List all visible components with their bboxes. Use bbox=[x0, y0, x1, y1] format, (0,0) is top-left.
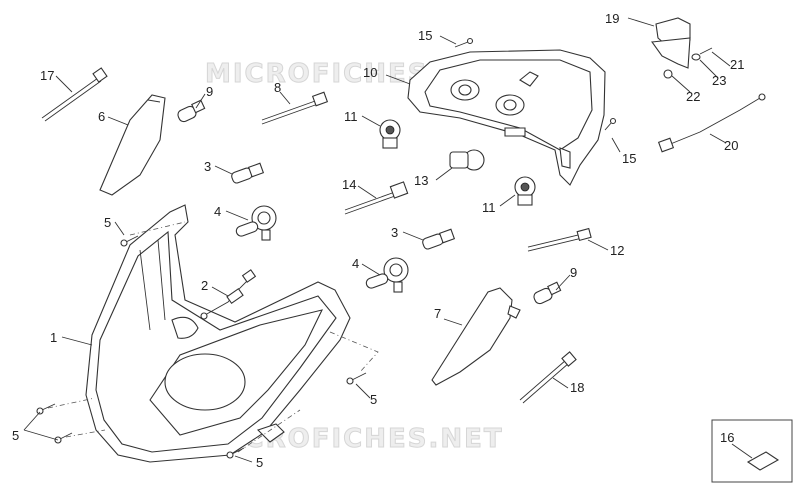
callout-23: 23 bbox=[712, 73, 726, 88]
bulb-socket-11b-icon[interactable] bbox=[514, 176, 536, 206]
indicator-lens-right-icon[interactable] bbox=[431, 287, 521, 386]
bulb-9a-icon[interactable] bbox=[176, 99, 206, 123]
callout-15a: 15 bbox=[418, 28, 432, 43]
callout-20: 20 bbox=[724, 138, 738, 153]
callout-22: 22 bbox=[686, 89, 700, 104]
callout-17: 17 bbox=[40, 68, 54, 83]
callout-5d: 5 bbox=[370, 392, 377, 407]
callout-6: 6 bbox=[98, 109, 105, 124]
screw-15a-icon[interactable] bbox=[454, 37, 474, 48]
inset-box-16 bbox=[711, 419, 793, 483]
bulb-3a-icon[interactable] bbox=[231, 162, 265, 184]
headlamp-bulb-4a-icon[interactable] bbox=[235, 205, 277, 241]
cable-17-icon[interactable] bbox=[41, 67, 108, 122]
washer-21-icon[interactable] bbox=[699, 47, 713, 55]
callout-5c: 5 bbox=[256, 455, 263, 470]
callout-7: 7 bbox=[434, 306, 441, 321]
callout-16: 16 bbox=[720, 430, 734, 445]
callout-11a: 11 bbox=[344, 109, 358, 124]
bulb-3b-icon[interactable] bbox=[422, 228, 456, 250]
callout-9b: 9 bbox=[570, 265, 577, 280]
callout-3b: 3 bbox=[391, 225, 398, 240]
callout-4a: 4 bbox=[214, 204, 221, 219]
callout-4b: 4 bbox=[352, 256, 359, 271]
tail-light-housing-icon[interactable] bbox=[407, 49, 606, 186]
callout-11b: 11 bbox=[482, 200, 496, 215]
clip-16-icon[interactable] bbox=[746, 451, 780, 471]
callout-15b: 15 bbox=[622, 151, 636, 166]
washer-23-icon[interactable] bbox=[691, 53, 701, 61]
callout-8: 8 bbox=[274, 80, 281, 95]
callout-12: 12 bbox=[610, 243, 624, 258]
callout-10: 10 bbox=[363, 65, 377, 80]
nut-22-icon[interactable] bbox=[663, 69, 673, 79]
bulb-9b-icon[interactable] bbox=[532, 281, 562, 305]
plate-light-wire-20-icon[interactable] bbox=[657, 93, 766, 153]
cable-12-icon[interactable] bbox=[527, 227, 592, 252]
wiring-harness-2-icon[interactable] bbox=[200, 269, 257, 320]
callout-9a: 9 bbox=[206, 84, 213, 99]
screw-5d-icon[interactable] bbox=[226, 447, 245, 459]
callout-19: 19 bbox=[605, 11, 619, 26]
cable-18-icon[interactable] bbox=[519, 351, 577, 404]
callout-2: 2 bbox=[201, 278, 208, 293]
bulb-socket-11a-icon[interactable] bbox=[379, 119, 401, 149]
callout-1: 1 bbox=[50, 330, 57, 345]
license-light-19-icon[interactable] bbox=[651, 17, 691, 69]
callout-5a: 5 bbox=[104, 215, 111, 230]
callout-5b: 5 bbox=[12, 428, 19, 443]
cable-14-icon[interactable] bbox=[344, 181, 409, 215]
callout-18: 18 bbox=[570, 380, 584, 395]
indicator-lens-left-icon[interactable] bbox=[99, 94, 166, 196]
screw-5c-icon[interactable] bbox=[54, 432, 73, 444]
callout-21: 21 bbox=[730, 57, 744, 72]
headlight-assembly-icon[interactable] bbox=[85, 204, 351, 463]
cable-8-icon[interactable] bbox=[261, 91, 329, 125]
bulb-13-icon[interactable] bbox=[449, 149, 485, 171]
callout-13: 13 bbox=[414, 173, 428, 188]
screw-15b-icon[interactable] bbox=[604, 117, 617, 131]
callout-3a: 3 bbox=[204, 159, 211, 174]
callout-14: 14 bbox=[342, 177, 356, 192]
screw-5b-icon[interactable] bbox=[36, 403, 56, 415]
screw-5e-icon[interactable] bbox=[346, 372, 367, 385]
headlamp-bulb-4b-icon[interactable] bbox=[365, 257, 409, 293]
screw-5a-icon[interactable] bbox=[120, 235, 139, 247]
